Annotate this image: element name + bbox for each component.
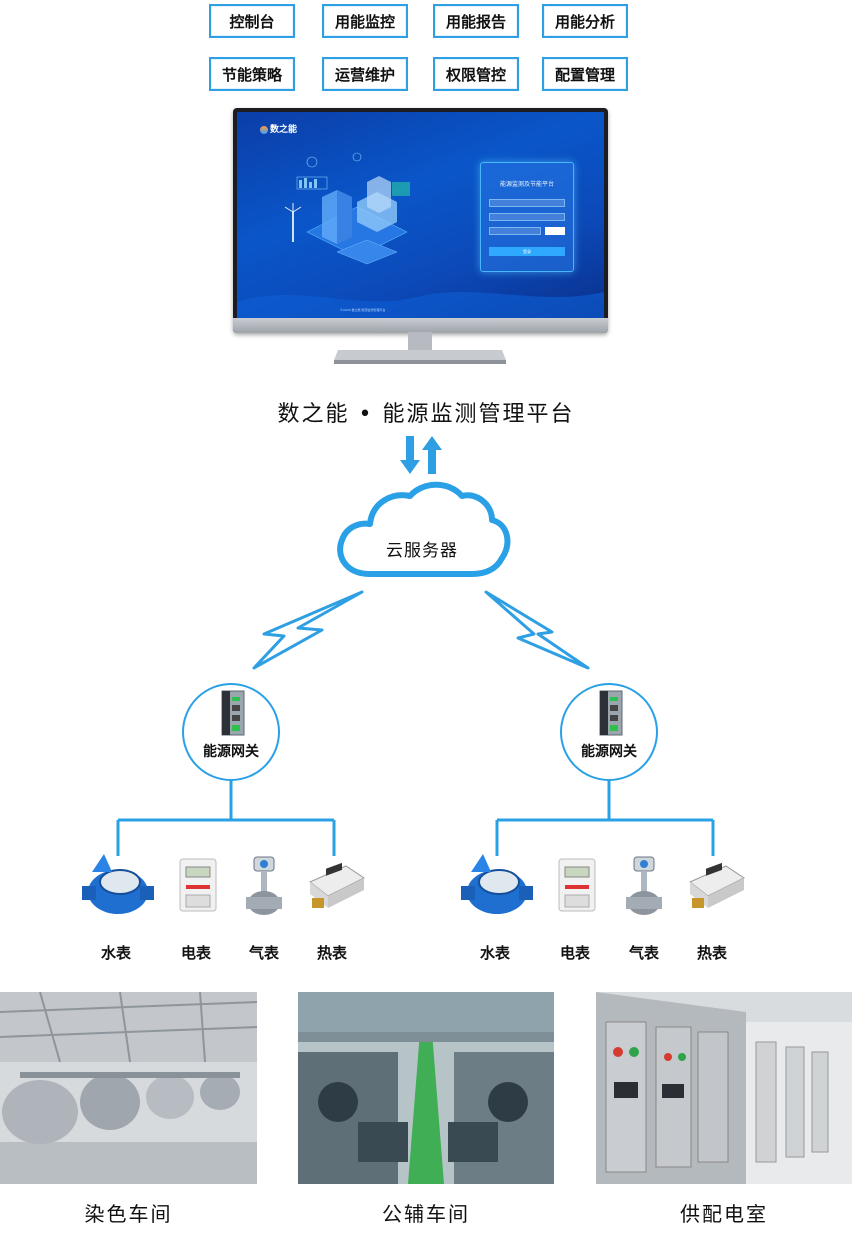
password-field[interactable] [489,213,565,221]
feature-button-energy-analysis[interactable]: 用能分析 [542,4,628,38]
site-label-power-room: 供配电室 [680,1202,768,1226]
water-meter-icon [461,854,533,914]
captcha-field[interactable] [489,227,541,235]
cloud-label: 云服务器 [386,541,458,561]
gateway-left [182,683,280,781]
cloud-icon [337,481,511,577]
platform-title: 数之能 • 能源监测管理平台 [277,402,575,427]
meter-label-electric: 电表 [559,944,590,962]
gateway-right [560,683,658,781]
gateway-right-label: 能源网关 [581,744,637,760]
feature-button-energy-report[interactable]: 用能报告 [433,4,519,38]
gateway-left-label: 能源网关 [203,744,259,760]
gas-meter-icon [626,856,662,915]
captcha-image [545,227,565,235]
feature-button-console[interactable]: 控制台 [209,4,295,38]
heat-meter-icon [689,862,745,908]
feature-button-configuration[interactable]: 配置管理 [542,57,628,91]
gas-meter-icon [246,856,282,915]
monitor-stand [334,332,506,364]
feature-button-saving-strategy[interactable]: 节能策略 [209,57,295,91]
meter-label-heat: 热表 [696,944,727,962]
site-label-utility: 公辅车间 [382,1202,470,1226]
photo-dyeing-workshop [0,992,257,1184]
electric-meter-icon [558,858,596,912]
wireless-link-right-icon [484,590,590,670]
site-label-dyeing: 染色车间 [84,1202,173,1226]
photo-power-distribution-room [596,992,852,1184]
meter-label-gas: 气表 [248,944,279,962]
logo-icon [260,125,268,134]
wireless-link-left-icon [252,590,364,670]
username-field[interactable] [489,199,565,207]
sync-arrows-icon [400,436,442,474]
feature-button-operations[interactable]: 运营维护 [322,57,408,91]
feature-button-permissions[interactable]: 权限管控 [433,57,519,91]
monitor-chin [233,318,608,333]
photo-utility-workshop [298,992,554,1184]
login-panel: 能源监测及节能平台 登录 [480,162,574,272]
meter-label-gas: 气表 [628,944,659,962]
login-title: 能源监测及节能平台 [499,181,554,188]
meter-label-water: 水表 [479,944,510,962]
water-meter-icon [82,854,154,914]
connector-lines [116,780,715,856]
login-button[interactable]: 登录 [489,247,565,256]
screen-logo: 数之能 [260,122,297,135]
gateway-device-icon [221,690,245,736]
gateway-device-icon [599,690,623,736]
electric-meter-icon [179,858,217,912]
screen-illustration [237,152,604,318]
meter-label-heat: 热表 [316,944,347,962]
screen-logo-text: 数之能 [270,125,298,135]
meter-label-water: 水表 [100,944,131,962]
screen-footer: ©2024 数之能 能源监测管理平台 [340,308,386,312]
feature-button-energy-monitor[interactable]: 用能监控 [322,4,408,38]
heat-meter-icon [309,862,365,908]
meter-label-electric: 电表 [180,944,211,962]
